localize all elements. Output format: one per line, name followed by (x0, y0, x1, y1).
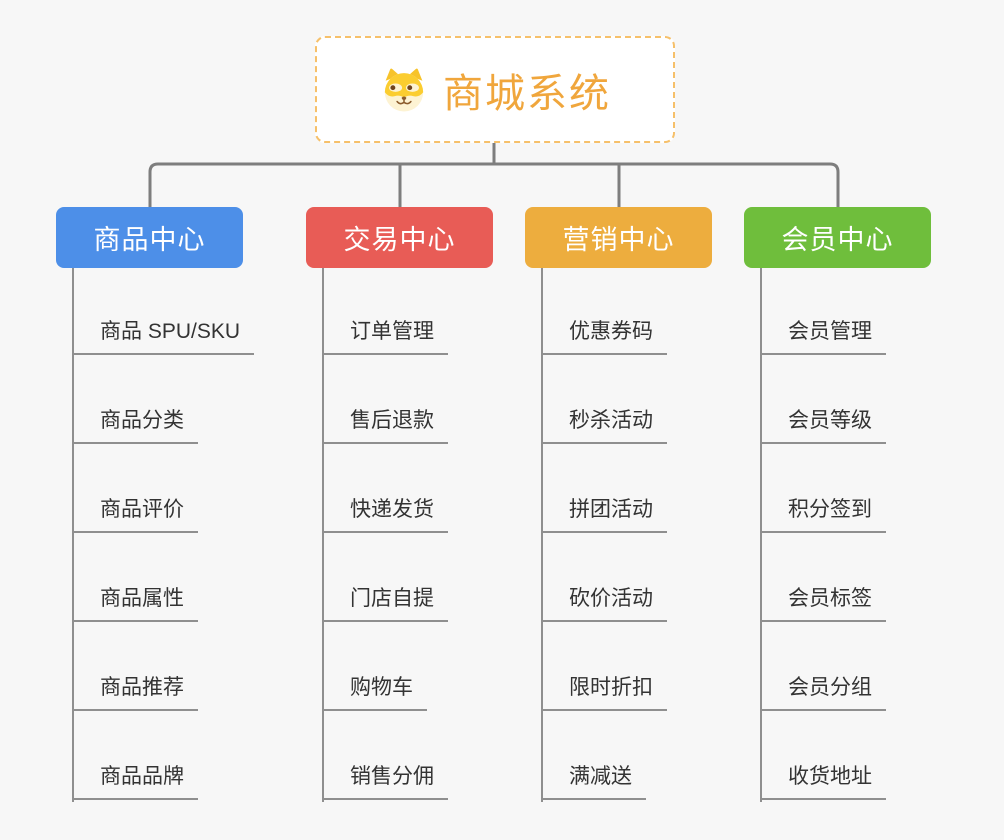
leaf-node[interactable]: 快递发货 (322, 497, 448, 533)
leaf-node[interactable]: 购物车 (322, 675, 427, 711)
leaf-node[interactable]: 会员标签 (760, 586, 886, 622)
leaf-node[interactable]: 限时折扣 (541, 675, 667, 711)
leaf-node[interactable]: 会员分组 (760, 675, 886, 711)
branch-marketing-center: 营销中心 优惠券码 秒杀活动 拼团活动 砍价活动 限时折扣 满减送 (525, 207, 775, 827)
leaf-node[interactable]: 商品评价 (72, 497, 198, 533)
branch-header-product-center[interactable]: 商品中心 (56, 207, 243, 268)
leaf-node[interactable]: 收货地址 (760, 764, 886, 800)
leaf-node[interactable]: 订单管理 (322, 319, 448, 355)
leaf-node[interactable]: 会员管理 (760, 319, 886, 355)
leaf-node[interactable]: 商品分类 (72, 408, 198, 444)
leaf-node[interactable]: 商品品牌 (72, 764, 198, 800)
branch-member-center: 会员中心 会员管理 会员等级 积分签到 会员标签 会员分组 收货地址 (744, 207, 994, 827)
leaf-node[interactable]: 商品属性 (72, 586, 198, 622)
leaf-node[interactable]: 砍价活动 (541, 586, 667, 622)
branch-header-trade-center[interactable]: 交易中心 (306, 207, 493, 268)
branch-product-center: 商品中心 商品 SPU/SKU 商品分类 商品评价 商品属性 商品推荐 商品品牌 (56, 207, 306, 827)
root-title: 商城系统 (443, 71, 611, 116)
leaf-node[interactable]: 会员等级 (760, 408, 886, 444)
branch-header-member-center[interactable]: 会员中心 (744, 207, 931, 268)
branch-header-marketing-center[interactable]: 营销中心 (525, 207, 712, 268)
leaf-node[interactable]: 优惠券码 (541, 319, 667, 355)
leaf-node[interactable]: 秒杀活动 (541, 408, 667, 444)
leaf-node[interactable]: 积分签到 (760, 497, 886, 533)
leaf-node[interactable]: 销售分佣 (322, 764, 448, 800)
leaf-node[interactable]: 拼团活动 (541, 497, 667, 533)
branch-trade-center: 交易中心 订单管理 售后退款 快递发货 门店自提 购物车 销售分佣 (306, 207, 556, 827)
leaf-node[interactable]: 满减送 (541, 764, 646, 800)
leaf-node[interactable]: 商品 SPU/SKU (72, 319, 255, 355)
leaf-node[interactable]: 售后退款 (322, 408, 448, 444)
branch-spine (760, 268, 762, 802)
root-node-mall-system[interactable]: 商城系统 (315, 36, 675, 143)
leaf-node[interactable]: 门店自提 (322, 586, 448, 622)
branch-spine (72, 268, 74, 802)
dog-face-icon (384, 68, 424, 111)
branch-spine (322, 268, 324, 802)
leaf-node[interactable]: 商品推荐 (72, 675, 198, 711)
branch-spine (541, 268, 543, 802)
